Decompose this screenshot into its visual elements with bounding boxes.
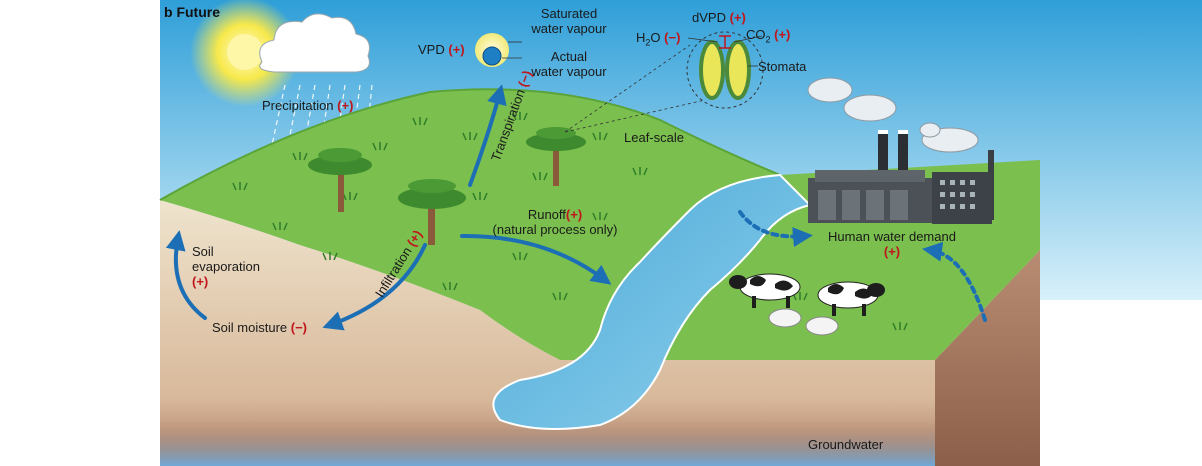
runoff-label: Runoff(+) (natural process only) bbox=[492, 207, 618, 237]
block-side-face bbox=[935, 250, 1040, 466]
precipitation-label: Precipitation (+) bbox=[262, 98, 354, 113]
groundwater-label: Groundwater bbox=[808, 437, 884, 452]
soil-evaporation-label: Soil evaporation (+) bbox=[192, 244, 260, 289]
panel-title: b Future bbox=[164, 4, 220, 20]
vapour-icon bbox=[475, 33, 522, 67]
cow-icon bbox=[817, 281, 885, 316]
human-water-demand-label: Human water demand (+) bbox=[828, 229, 956, 259]
h2o-label: H2O (−) bbox=[636, 30, 681, 48]
stomata-pointer-lines bbox=[687, 35, 763, 67]
infiltration-arrow bbox=[322, 243, 427, 331]
tree-icon bbox=[526, 127, 586, 186]
leaf-callout-lines bbox=[564, 44, 706, 133]
cloud-icon bbox=[259, 13, 370, 73]
transpiration-arrow bbox=[468, 84, 507, 187]
co2-label: CO2 (+) bbox=[746, 27, 791, 45]
tree-icon bbox=[308, 148, 372, 212]
leaf-scale-label: Leaf-scale bbox=[624, 130, 684, 145]
river bbox=[492, 173, 812, 430]
stomata-label: Stomata bbox=[758, 59, 807, 74]
cow-icon bbox=[729, 273, 801, 308]
soil-cross-section bbox=[160, 200, 935, 466]
soil-moisture-label: Soil moisture (−) bbox=[212, 320, 308, 335]
tree-icon bbox=[398, 179, 466, 245]
factory-icon bbox=[808, 130, 994, 224]
vpd-label: VPD (+) bbox=[418, 42, 465, 57]
soil-evaporation-arrow bbox=[165, 230, 207, 320]
dvpd-label: dVPD (+) bbox=[692, 10, 746, 25]
actual-vapour-label: Actual water vapour bbox=[531, 49, 607, 79]
panel-name: Future bbox=[176, 4, 221, 20]
human-demand-arrow-left bbox=[738, 210, 813, 248]
smoke-cloud-icon bbox=[807, 77, 979, 153]
human-demand-arrow-right bbox=[922, 241, 987, 322]
runoff-arrow bbox=[460, 233, 612, 285]
stomata-icon bbox=[686, 31, 764, 109]
sheep-icon bbox=[768, 308, 839, 336]
saturated-vapour-label: Saturated water vapour bbox=[531, 6, 607, 36]
panel-letter: b bbox=[164, 4, 173, 20]
